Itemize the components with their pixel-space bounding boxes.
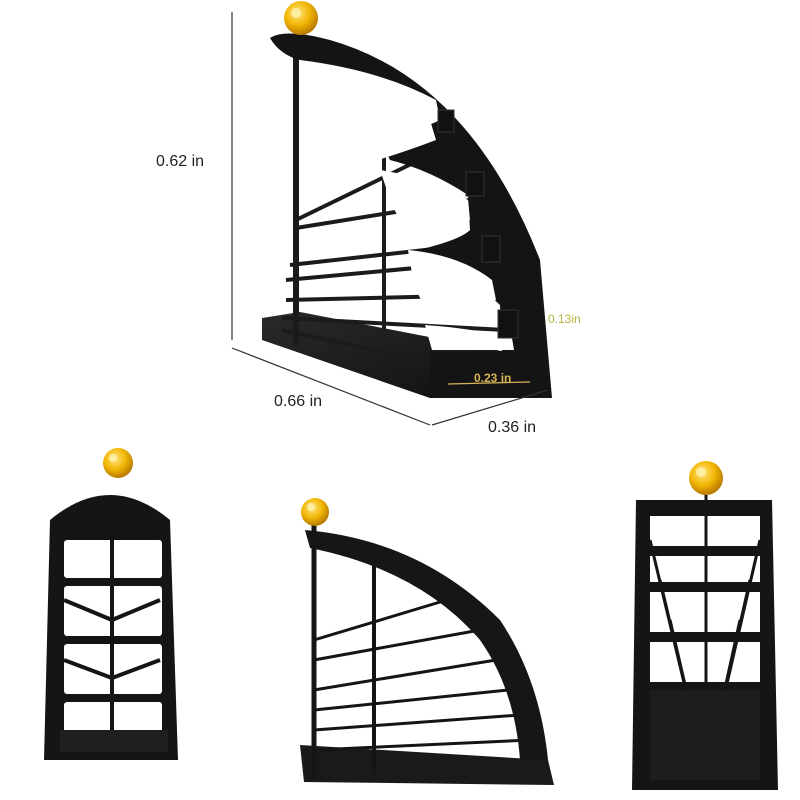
angled-main-view: 0.62 in 0.66 in 0.36 in 0.23 in 0.13in [156, 1, 581, 436]
dim-slot-height-label: 0.13in [548, 312, 581, 326]
dim-depth-label: 0.66 in [274, 393, 322, 410]
knob-ball [284, 1, 318, 35]
dim-slot-width-label: 0.23 in [474, 371, 511, 385]
dim-height-label: 0.62 in [156, 153, 204, 170]
wire-rails [281, 148, 506, 362]
curved-side-panel [270, 33, 552, 399]
panel-openings [348, 95, 514, 350]
dim-width-label: 0.36 in [488, 419, 536, 436]
back-view [632, 461, 778, 790]
side-view [300, 498, 554, 785]
front-view [44, 448, 178, 760]
dimension-lines [231, 12, 549, 426]
